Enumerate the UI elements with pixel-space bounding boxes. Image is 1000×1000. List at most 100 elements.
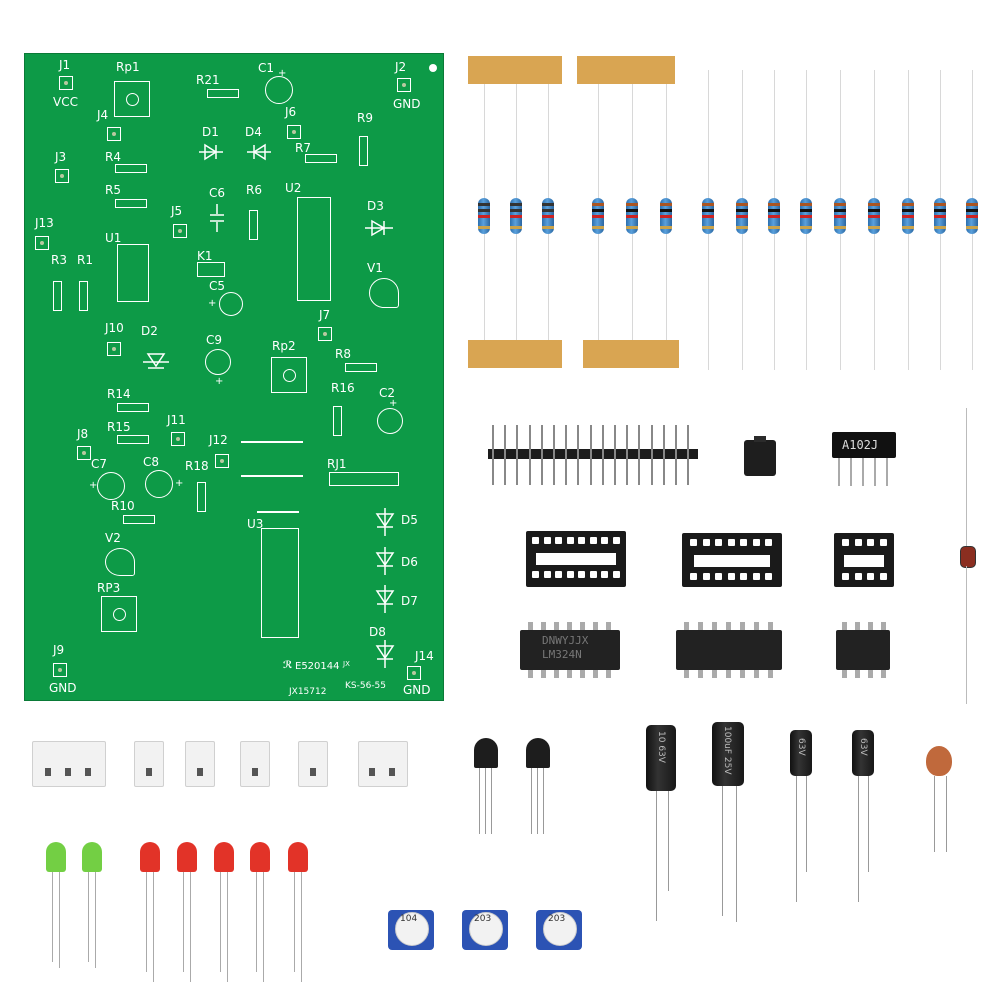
chip-pin — [567, 670, 572, 678]
diode-lead-bottom — [966, 566, 967, 704]
resistor-band — [626, 215, 638, 218]
chip-pin — [768, 670, 773, 678]
chip-pin — [593, 622, 598, 630]
resistor-band — [542, 209, 554, 212]
resistor-body — [702, 198, 714, 234]
led-lead — [227, 872, 228, 982]
header-pin — [565, 425, 568, 485]
ic-u3-outline — [261, 528, 299, 638]
diode-lead-top — [966, 408, 967, 548]
socket-hole — [854, 573, 862, 580]
resistor-r10 — [123, 515, 155, 524]
socket-hole — [555, 537, 562, 544]
label-j5: J5 — [171, 204, 183, 218]
socket-hole — [740, 573, 747, 580]
resistor-band — [768, 209, 780, 212]
socket-hole — [727, 573, 735, 580]
label-rp2: Rp2 — [272, 339, 296, 353]
label-r3: R3 — [51, 253, 67, 267]
resistor-band — [702, 203, 714, 206]
pad-j6 — [287, 125, 301, 139]
resistor-body — [592, 198, 604, 234]
connector-3pin — [32, 741, 106, 787]
chip-pin — [754, 622, 759, 630]
diode-d5-symbol — [375, 508, 395, 536]
resistor-body — [510, 198, 522, 234]
chip-pin — [842, 622, 847, 630]
resnet-label: A102J — [842, 438, 879, 452]
header-pin — [492, 425, 494, 485]
label-c7: C7 — [91, 457, 108, 471]
label-d2: D2 — [141, 324, 158, 338]
resistor-r9 — [359, 136, 368, 166]
pad-j12 — [215, 454, 229, 468]
resistor-band — [626, 203, 638, 206]
ic-chip-lm324n: DNWYJJX LM324N — [520, 630, 620, 670]
label-j11: J11 — [167, 413, 186, 427]
ceramic-cap — [926, 746, 952, 776]
connector-2pin — [358, 741, 408, 787]
electrolytic-cap-3: 63V — [790, 730, 812, 776]
socket-hole — [715, 539, 722, 546]
pad-j1 — [59, 76, 73, 90]
socket-hole — [589, 537, 597, 544]
cap-2-lead-a — [722, 786, 723, 916]
resistor-band — [510, 209, 522, 212]
header-pin — [626, 425, 629, 485]
pad-j13 — [35, 236, 49, 250]
resistor-band — [800, 209, 812, 212]
resistor-band — [542, 226, 554, 229]
label-c8: C8 — [143, 455, 160, 469]
chip-lm324n-line2: LM324N — [542, 648, 582, 661]
header-pin — [601, 425, 604, 485]
chip-pin — [580, 622, 585, 630]
label-r14: R14 — [107, 387, 131, 401]
resistor-body — [660, 198, 672, 234]
resistor-band — [660, 215, 672, 218]
socket-hole — [854, 539, 862, 546]
pot-rp3 — [101, 596, 137, 632]
chip-pin — [868, 670, 873, 678]
resistor-band — [834, 215, 846, 218]
resistor-r7 — [305, 154, 337, 163]
resistor-band — [800, 226, 812, 229]
resistor-band — [902, 226, 914, 229]
label-d1: D1 — [202, 125, 219, 139]
label-d8: D8 — [369, 625, 386, 639]
jumper-k1-outline — [197, 262, 225, 277]
cap-1-lead-b — [668, 791, 669, 891]
resistor-band — [592, 215, 604, 218]
resistor-band — [868, 226, 880, 229]
label-k1: K1 — [197, 249, 213, 263]
chip-pin — [606, 670, 611, 678]
chip-pin — [881, 670, 886, 678]
chip-pin — [712, 622, 717, 630]
resistor-band — [834, 203, 846, 206]
cap-4-lead-a — [858, 776, 859, 902]
header-pin — [577, 425, 580, 485]
chip-pin — [842, 670, 847, 678]
transistor-v1-outline — [369, 278, 399, 308]
label-gnd-top: GND — [393, 97, 421, 111]
label-vcc: VCC — [53, 95, 78, 109]
header-pin — [504, 425, 507, 485]
ic-chip-14pin — [676, 630, 782, 670]
header-pin — [662, 425, 665, 485]
cap-4-lead-b — [868, 776, 869, 872]
socket-hole — [612, 571, 620, 578]
cap-3-lead-a — [796, 776, 797, 902]
pad-j4 — [107, 127, 121, 141]
resistor-band — [768, 203, 780, 206]
resistor-band — [868, 215, 880, 218]
socket-hole — [566, 571, 574, 578]
resistor-band — [478, 203, 490, 206]
label-r21: R21 — [196, 73, 220, 87]
cap-4-label: 63V — [858, 738, 868, 756]
resistor-body — [834, 198, 846, 234]
mounting-hole — [429, 64, 437, 72]
resistor-band — [592, 203, 604, 206]
transistor-1 — [474, 738, 498, 838]
capacitor-c7 — [97, 472, 125, 500]
led-lead — [301, 872, 302, 982]
chip-pin — [855, 670, 860, 678]
